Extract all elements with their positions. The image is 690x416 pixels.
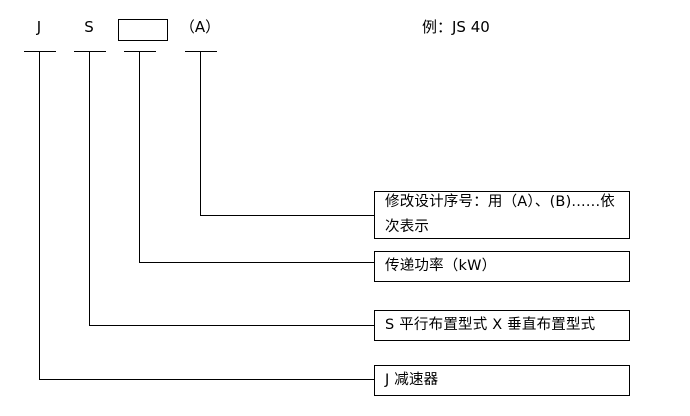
callout-text-reducer: J 减速器 xyxy=(385,372,439,388)
leader-tick-3 xyxy=(124,51,156,52)
callout-box-arrangement-type: S 平行布置型式 X 垂直布置型式 xyxy=(374,310,630,341)
callout-box-reducer: J 减速器 xyxy=(374,365,630,396)
leader-horizontal-2 xyxy=(89,325,375,326)
callout-text-arrangement-type: S 平行布置型式 X 垂直布置型式 xyxy=(385,317,596,333)
leader-horizontal-4 xyxy=(200,215,375,216)
leader-vertical-3 xyxy=(139,51,140,262)
leader-tick-4 xyxy=(185,51,217,52)
code-char-2: S xyxy=(84,18,94,36)
leader-tick-2 xyxy=(74,51,106,52)
code-char-4: （A） xyxy=(179,18,221,36)
leader-vertical-4 xyxy=(200,51,201,215)
leader-vertical-1 xyxy=(39,51,40,379)
leader-horizontal-3 xyxy=(139,262,375,263)
leader-tick-1 xyxy=(24,51,56,52)
callout-text-transmitted-power: 传递功率（kW） xyxy=(385,258,497,274)
callout-box-transmitted-power: 传递功率（kW） xyxy=(374,251,630,282)
callout-text-design-revision: 修改设计序号：用（A）、(B)......依次表示 xyxy=(385,194,615,235)
leader-vertical-2 xyxy=(89,51,90,325)
leader-horizontal-1 xyxy=(39,379,375,380)
callout-box-design-revision: 修改设计序号：用（A）、(B)......依次表示 xyxy=(374,191,630,239)
example-label: 例：JS 40 xyxy=(422,18,490,36)
code-char-3-placeholder-box xyxy=(118,19,168,41)
code-char-1: J xyxy=(36,18,42,36)
